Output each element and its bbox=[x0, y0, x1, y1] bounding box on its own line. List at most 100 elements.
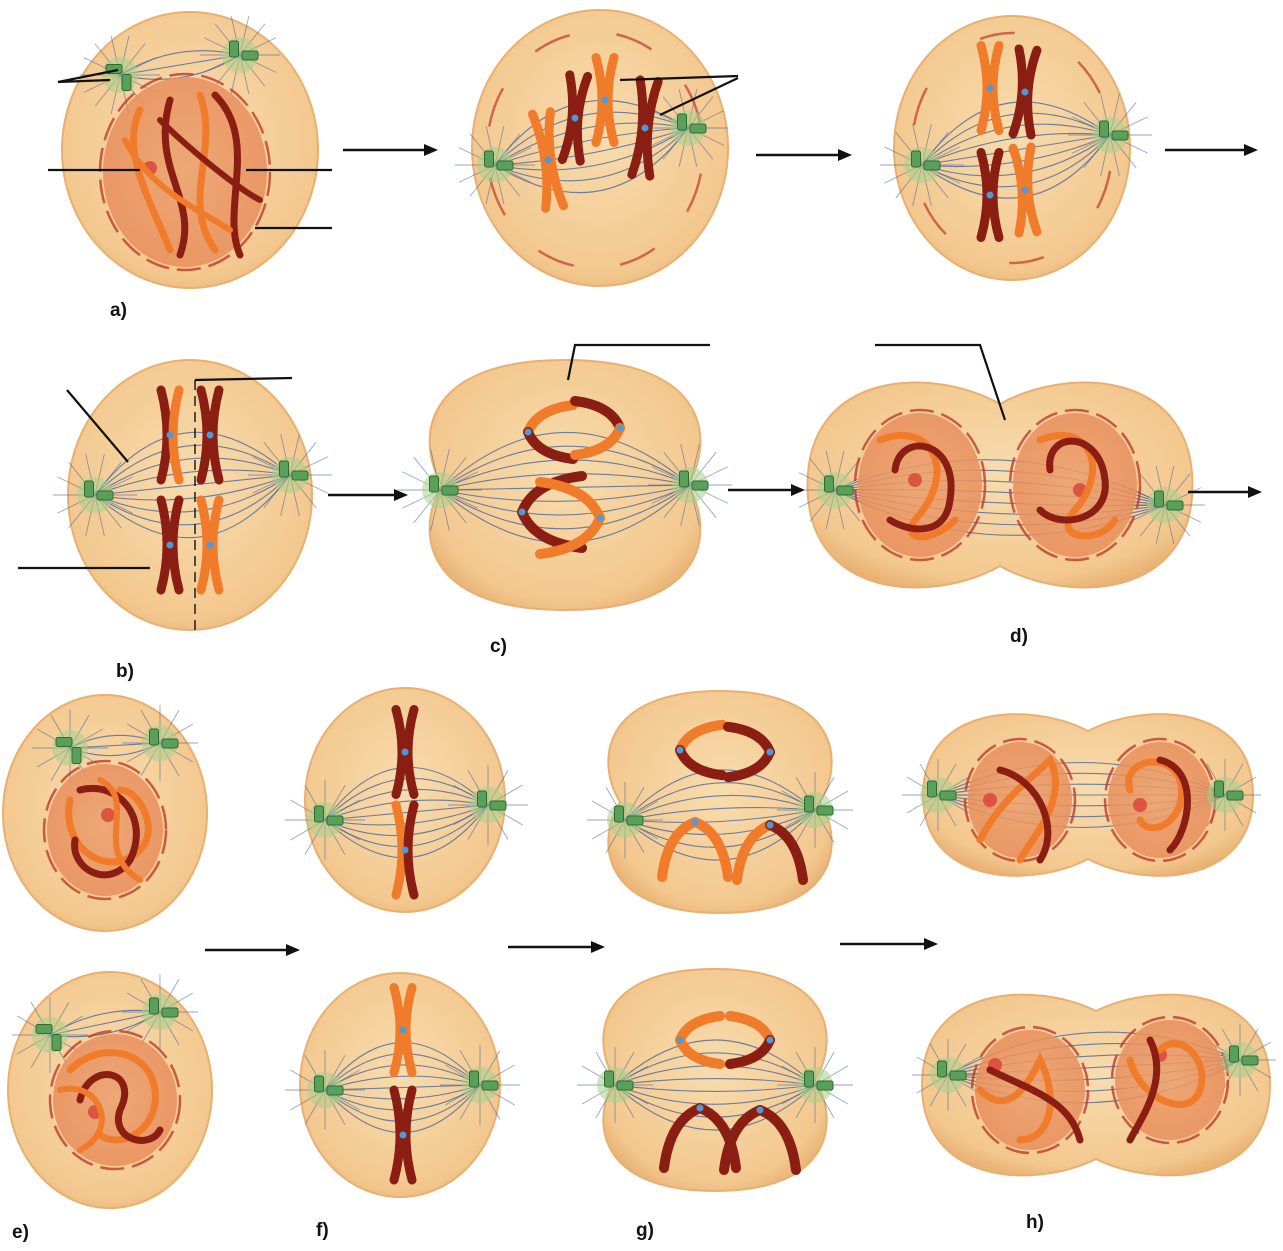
cell-membrane bbox=[472, 10, 728, 286]
centriole bbox=[680, 471, 689, 487]
centrosome-halo bbox=[102, 57, 138, 93]
centromere bbox=[767, 822, 774, 829]
centriole bbox=[1167, 501, 1183, 510]
centromere bbox=[207, 542, 214, 549]
centrosome-halo bbox=[52, 730, 88, 766]
centromere bbox=[167, 542, 174, 549]
centriole bbox=[1112, 131, 1128, 140]
centriole bbox=[490, 801, 506, 810]
centriole bbox=[162, 1008, 178, 1017]
centriole bbox=[805, 796, 814, 812]
centriole bbox=[1215, 781, 1224, 797]
centriole bbox=[605, 1071, 614, 1087]
arrow-g-h-head bbox=[924, 938, 938, 950]
centriole bbox=[1100, 121, 1109, 137]
centriole bbox=[478, 791, 487, 807]
stage-e-top-cell bbox=[3, 695, 207, 931]
centromere bbox=[767, 1037, 774, 1044]
stage-label-a: a) bbox=[110, 300, 127, 322]
stage-g-top-cell bbox=[587, 691, 853, 913]
nucleus bbox=[1115, 1020, 1225, 1140]
stage-label-d: d) bbox=[1010, 626, 1028, 648]
stage-d-cell bbox=[795, 382, 1205, 587]
centriole bbox=[1227, 791, 1243, 800]
centromere bbox=[617, 425, 624, 432]
centriole bbox=[150, 729, 159, 745]
stage-e-bottom-cell bbox=[8, 972, 212, 1208]
centriole bbox=[817, 1081, 833, 1090]
stage-h-bottom-cell bbox=[912, 995, 1276, 1176]
stage-a-cell bbox=[62, 12, 318, 288]
centromere bbox=[767, 749, 774, 756]
centriole bbox=[242, 51, 258, 60]
centriole bbox=[805, 1071, 814, 1087]
cells-layer bbox=[3, 10, 1276, 1208]
stage-g-bottom-cell bbox=[577, 969, 853, 1191]
stage-f-top-cell bbox=[285, 688, 528, 912]
centriole bbox=[470, 1071, 479, 1087]
centriole bbox=[280, 461, 289, 477]
stage-b-cell bbox=[53, 360, 332, 632]
stage-c-cell bbox=[398, 360, 732, 610]
stage-label-h: h) bbox=[1026, 1212, 1044, 1234]
stage-label-e: e) bbox=[12, 1222, 29, 1244]
centriole bbox=[442, 486, 458, 495]
centriole bbox=[950, 1071, 966, 1080]
centromere bbox=[677, 747, 684, 754]
centriole bbox=[912, 151, 921, 167]
centriole bbox=[315, 1076, 324, 1092]
nucleolus bbox=[101, 808, 115, 822]
centriole bbox=[327, 1086, 343, 1095]
centromere bbox=[167, 432, 174, 439]
centromere bbox=[519, 509, 526, 516]
centromere bbox=[692, 819, 699, 826]
centriole bbox=[924, 161, 940, 170]
centromere bbox=[597, 515, 604, 522]
centriole bbox=[162, 739, 178, 748]
centriole bbox=[825, 476, 834, 492]
centriole bbox=[837, 486, 853, 495]
arrow-c-d-head bbox=[791, 484, 805, 496]
centriole bbox=[497, 161, 513, 170]
centriole bbox=[1242, 1056, 1258, 1065]
centriole bbox=[617, 1081, 633, 1090]
centriole bbox=[817, 806, 833, 815]
centriole bbox=[678, 114, 687, 130]
centriole bbox=[230, 41, 239, 57]
centriole bbox=[327, 816, 343, 825]
centriole bbox=[615, 806, 624, 822]
centriole bbox=[692, 481, 708, 490]
stage-label-b: b) bbox=[116, 661, 134, 683]
centromere bbox=[697, 1105, 704, 1112]
centriole bbox=[940, 791, 956, 800]
centriole bbox=[938, 1061, 947, 1077]
centromere bbox=[402, 847, 409, 854]
centriole bbox=[627, 816, 643, 825]
nucleolus bbox=[908, 473, 922, 487]
arrow-a1-a2-head bbox=[424, 144, 438, 156]
centriole bbox=[97, 491, 113, 500]
stage-label-g: g) bbox=[636, 1220, 654, 1242]
arrow-f-g-head bbox=[591, 941, 605, 953]
centriole bbox=[928, 781, 937, 797]
arrow-e-f-head bbox=[286, 944, 300, 956]
centromere bbox=[402, 749, 409, 756]
arrow-b-c-head bbox=[394, 489, 408, 501]
centrosome-halo bbox=[32, 1017, 68, 1053]
arrow-d-next-head bbox=[1248, 486, 1262, 498]
centriole bbox=[1230, 1046, 1239, 1062]
centromere bbox=[525, 429, 532, 436]
centriole bbox=[36, 1025, 52, 1034]
centriole bbox=[482, 1081, 498, 1090]
centriole bbox=[430, 476, 439, 492]
centriole bbox=[150, 998, 159, 1014]
centriole bbox=[315, 806, 324, 822]
centromere bbox=[400, 1132, 407, 1139]
nucleolus bbox=[983, 793, 997, 807]
centriole bbox=[72, 748, 81, 764]
centromere bbox=[677, 1037, 684, 1044]
stage-label-f: f) bbox=[316, 1220, 329, 1242]
centriole bbox=[485, 151, 494, 167]
stage-a3-cell bbox=[880, 16, 1152, 280]
